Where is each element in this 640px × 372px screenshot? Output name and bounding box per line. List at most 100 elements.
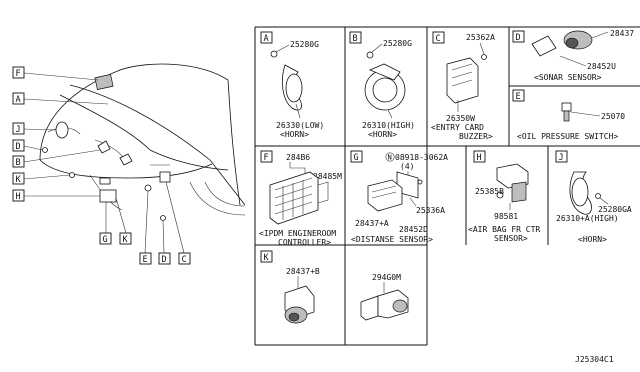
vehicle-outline	[39, 63, 246, 216]
panel-g-part-b: 28452D	[399, 225, 428, 234]
panel-b[interactable]: B 25280G 26310(HIGH) <HORN>	[349, 31, 415, 139]
panel-k-part-a: 28437+B	[286, 267, 320, 276]
ipdm-box-icon	[269, 171, 319, 225]
callout-h[interactable]	[12, 189, 25, 202]
airbag-bracket	[511, 181, 527, 203]
panel-a-part-bottom: 26330(LOW)	[276, 121, 324, 130]
sensor-holder-ring	[392, 299, 408, 313]
distance-sensor-component	[99, 189, 117, 203]
callout-b[interactable]	[12, 155, 25, 168]
callout-a[interactable]	[12, 92, 25, 105]
panel-bracket[interactable]: 294G0M	[360, 273, 409, 321]
sonar-sensor-face	[565, 37, 579, 49]
panel-d-tag	[512, 30, 525, 43]
callout-d2-label: D	[162, 255, 167, 265]
screw-icon	[496, 191, 504, 199]
callout-e[interactable]	[139, 252, 152, 265]
callout-d-label: D	[16, 142, 21, 152]
panel-g[interactable]: G N 08918-3062A (4) 25336A 28437+A 28452…	[350, 150, 448, 244]
panel-e-letter: E	[516, 92, 521, 102]
diagram-id: J25304C1	[575, 355, 614, 364]
panel-c-part-top: 25362A	[466, 33, 495, 42]
panel-g-part-c: 25336A	[416, 206, 445, 215]
callout-a-label: A	[16, 95, 21, 105]
panel-h-letter: H	[477, 153, 482, 163]
panel-b-caption: <HORN>	[368, 130, 397, 139]
panel-d[interactable]: D 28437 28452U <SONAR SENSOR>	[512, 29, 634, 82]
panel-c[interactable]: C 25362A 26350W <ENTRY CARD BUZZER>	[431, 31, 495, 141]
bolt-icon	[595, 193, 601, 199]
sonar-bracket-icon	[531, 35, 557, 57]
panel-c-letter: C	[436, 34, 441, 44]
panel-f-tag	[260, 150, 273, 163]
panel-e-tag	[512, 89, 525, 102]
airbag-sensor-icon	[496, 163, 529, 189]
distance-sensor-icon	[367, 179, 403, 212]
callout-d[interactable]	[12, 139, 25, 152]
panel-g-bolt-qty: (4)	[400, 162, 414, 171]
panel-g-bolt: 08918-3062A	[395, 153, 448, 162]
panel-c-part-bottom: 26350W	[446, 114, 475, 123]
callout-boxes: F A J D B K H G K E D C	[12, 66, 191, 265]
horn-component	[97, 140, 111, 154]
screw-icon	[481, 54, 487, 60]
panel-j-part-b: 26310+A(HIGH)	[556, 214, 619, 223]
panel-c-caption-1: <ENTRY CARD	[431, 123, 484, 132]
callout-f[interactable]	[12, 66, 25, 79]
panel-j[interactable]: J 25280GA 26310+A(HIGH) <HORN>	[555, 150, 632, 244]
panel-d-part-b: 28452U	[587, 62, 616, 71]
panel-k-letter: K	[264, 253, 270, 263]
panel-j-tag	[555, 150, 568, 163]
panel-a[interactable]: A 25280G 26330(LOW) <HORN>	[260, 31, 324, 139]
bolt-icon	[270, 50, 278, 58]
panel-f-caption-2: CONTROLLER>	[278, 238, 331, 247]
horn-left-component	[55, 121, 69, 139]
panel-j-letter: J	[559, 153, 564, 163]
panel-e-caption: <OIL PRESSURE SWITCH>	[517, 132, 618, 141]
panel-d-letter: D	[516, 33, 521, 43]
panel-h[interactable]: H 25385B 98581 <AIR BAG FR CTR SENSOR>	[468, 150, 540, 243]
entry-buzzer-icon	[446, 57, 479, 104]
panel-f-part-a: 284B6	[286, 153, 310, 162]
panel-a-part-top: 25280G	[290, 40, 319, 49]
panel-e-part-a: 25070	[601, 112, 625, 121]
panel-f-part-b: 28485M	[313, 172, 342, 181]
callout-k[interactable]	[12, 172, 25, 185]
callout-g[interactable]	[99, 232, 112, 245]
horn-high-inner	[372, 77, 398, 103]
panel-b-letter: B	[353, 34, 358, 44]
panel-b-part-bottom: 26310(HIGH)	[362, 121, 415, 130]
panel-g-caption: <DISTANSE SENSOR>	[351, 235, 433, 244]
ipdm-component	[94, 74, 114, 90]
horn-j-bell	[571, 177, 589, 207]
panel-c-tag	[432, 31, 445, 44]
horn-high-bracket	[368, 63, 401, 81]
panel-e[interactable]: E 25070 <OIL PRESSURE SWITCH>	[512, 89, 625, 141]
bolt-icon	[366, 51, 374, 59]
panel-h-caption-1: <AIR BAG FR CTR	[468, 225, 540, 234]
panel-a-tag	[260, 31, 273, 44]
panel-f[interactable]: F 284B6 28485M <IPDM ENGINEROOM CONTROLL…	[259, 150, 342, 247]
panel-j-part-a: 25280GA	[598, 205, 632, 214]
callout-d2[interactable]	[158, 252, 171, 265]
panel-a-letter: A	[264, 34, 269, 44]
panel-d-part-a: 28437	[610, 29, 634, 38]
panel-k[interactable]: K 28437+B	[260, 250, 320, 324]
parts-grid	[254, 26, 640, 346]
bolt-prefix-circle	[385, 152, 395, 162]
panel-d-caption: <SONAR SENSOR>	[534, 73, 602, 82]
sonar-component	[160, 215, 166, 221]
callout-j[interactable]	[12, 122, 25, 135]
callout-leaders	[23, 72, 185, 254]
oil-switch-body-icon	[561, 102, 572, 112]
callout-k-label: K	[16, 175, 22, 185]
panel-h-tag	[473, 150, 486, 163]
panel-g-part-a: 28437+A	[355, 219, 389, 228]
panel-h-caption-2: SENSOR>	[494, 234, 528, 243]
callout-k2[interactable]	[119, 232, 132, 245]
panel-h-part-a: 25385B	[475, 187, 504, 196]
callout-h-label: H	[16, 192, 21, 202]
panel-b-tag	[349, 31, 362, 44]
callout-c[interactable]	[178, 252, 191, 265]
